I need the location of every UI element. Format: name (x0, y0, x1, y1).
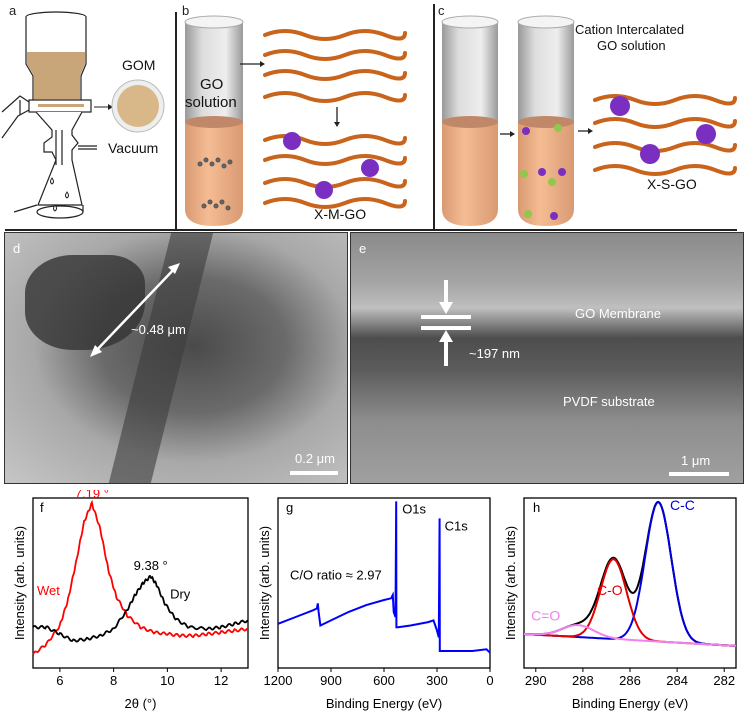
chart-f-xrd: 6 8 10 12 2θ (°) Intensity (arb. units) f 7.19 … (12, 490, 249, 711)
x-tick-label: 6 (56, 673, 63, 688)
panel-label-e: e (359, 241, 367, 256)
series-dry (32, 575, 249, 643)
series-c-o (523, 558, 737, 647)
y-axis-label: Intensity (arb. units) (257, 526, 272, 640)
series-c-c (523, 500, 737, 647)
panel-label-h: h (533, 500, 540, 515)
go-dispersion (27, 52, 85, 99)
vacuum-filtration-apparatus (1, 11, 165, 219)
x-tick-label: 12 (214, 673, 228, 688)
cation-title-1: Cation Intercalated (575, 22, 685, 37)
series-envelope (524, 500, 737, 647)
gom-label: GOM (122, 57, 156, 73)
series-survey (277, 501, 491, 654)
top-row-bottom-border (5, 229, 737, 231)
cation-intercalation-tubes (441, 15, 593, 226)
divider-bc (433, 4, 435, 230)
sem-image: e GO Membrane ~197 nm PVDF substrate 1 μ… (350, 232, 744, 484)
peak-label-o1s: O1s (402, 501, 426, 516)
go-tube-label-2: solution (185, 94, 237, 111)
x-m-go-schematic (240, 29, 407, 209)
x-tick-label: 284 (666, 673, 688, 688)
clamp (1, 95, 30, 139)
tem-image: d ~0.48 μm 0.2 μm (4, 232, 348, 484)
panel-label-f: f (40, 500, 44, 515)
peak-label-dry: 9.38 ° (134, 558, 168, 573)
go-molecule (197, 157, 233, 211)
x-tick-label: 286 (619, 673, 641, 688)
x-tick-label: 600 (373, 673, 395, 688)
tem-scale-label: 0.2 μm (295, 451, 336, 466)
tube-2 (517, 15, 575, 226)
x-m-go-label: X-M-GO (314, 206, 367, 222)
x-tick-label: 900 (320, 673, 342, 688)
peak-label-co: C-O (597, 582, 623, 598)
x-s-go-schematic (593, 94, 737, 176)
x-tick-label: 10 (160, 673, 174, 688)
x-tick-label: 282 (713, 673, 735, 688)
co-ratio-label: C/O ratio ≈ 2.97 (290, 568, 382, 583)
panel-label-c: c (438, 3, 445, 18)
thickness-label: ~197 nm (469, 346, 520, 361)
flask (13, 111, 84, 219)
go-tube-label-1: GO (200, 76, 224, 93)
divider-ab (175, 12, 177, 230)
x-tick-label: 288 (572, 673, 594, 688)
peak-label-cc: C-C (670, 497, 695, 513)
x-tick-label: 290 (525, 673, 547, 688)
legend-dry: Dry (170, 586, 191, 601)
go-membrane-label: GO Membrane (575, 306, 661, 321)
cations (283, 132, 379, 199)
tube-1 (441, 15, 499, 226)
go-solution-tube (184, 15, 244, 226)
plot-frame (523, 497, 737, 669)
y-axis-label: Intensity (arb. units) (12, 526, 27, 640)
panel-label-g: g (286, 500, 293, 515)
pvdf-label: PVDF substrate (563, 394, 655, 409)
y-axis-label: Intensity (arb. units) (503, 526, 518, 640)
peak-label-c1s: C1s (445, 518, 469, 533)
x-axis-label: 2θ (°) (125, 696, 157, 711)
x-tick-label: 300 (426, 673, 448, 688)
x-tick-label: 8 (110, 673, 117, 688)
vacuum-label: Vacuum (108, 140, 159, 156)
panel-label-d: d (13, 241, 21, 256)
x-axis-label: Binding Energy (eV) (572, 696, 688, 711)
panel-label-b: b (182, 3, 190, 18)
tem-scale-bar (290, 471, 338, 475)
panel-label-a: a (9, 3, 17, 18)
measurement-arrow (90, 263, 180, 357)
schematic-row: a (0, 0, 747, 231)
sem-scale-bar (669, 472, 729, 476)
x-tick-label: 0 (486, 673, 493, 688)
flake-size-label: ~0.48 μm (131, 322, 186, 337)
x-tick-label: 1200 (264, 673, 293, 688)
thickness-marker (421, 280, 471, 366)
plot-frame (32, 497, 249, 669)
x-s-go-label: X-S-GO (647, 176, 697, 192)
series-wet (32, 499, 248, 655)
peak-label-wet: 7.19 ° (75, 490, 109, 501)
legend-wet: Wet (37, 583, 60, 598)
series-ceqo (524, 624, 737, 647)
cation-title-2: GO solution (597, 38, 666, 53)
peak-label-ceqo: C=O (531, 607, 560, 623)
x-axis-label: Binding Energy (eV) (326, 696, 442, 711)
sem-scale-label: 1 μm (681, 453, 711, 468)
droplets (50, 177, 69, 212)
